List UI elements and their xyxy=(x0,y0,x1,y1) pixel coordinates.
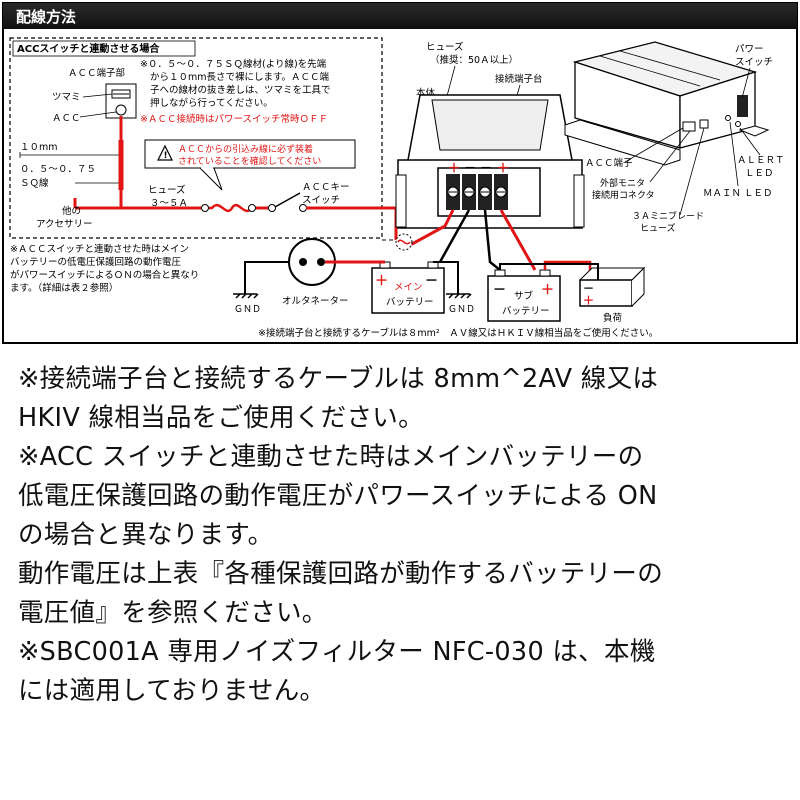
mini-fuse-label-2: ヒューズ xyxy=(640,222,676,234)
power-switch-label-1: パワー xyxy=(735,44,764,55)
caution-text-2: されていることを確認してください xyxy=(178,155,321,167)
svg-text:※ＡＣＣ接続時はパワースイッチ常時ＯＦＦ: ※ＡＣＣ接続時はパワースイッチ常時ＯＦＦ xyxy=(140,113,328,125)
acc-key-switch-label-2: スイッチ xyxy=(302,195,340,206)
wire-sub-minus xyxy=(483,209,501,271)
side-note: ※ＡＣＣスイッチと連動させた時はメイン バッテリーの低電圧保護回路の動作電圧 が… xyxy=(10,243,199,294)
caution-text-1: ＡＣＣからの引込み線に必ず装着 xyxy=(178,143,313,155)
svg-text:押しながら行ってください。: 押しながら行ってください。 xyxy=(150,97,273,109)
main-battery xyxy=(371,261,445,314)
alert-led-label-2: ＬＥＤ xyxy=(745,168,774,179)
wire-main-minus xyxy=(438,209,471,263)
acc-box-title-frame xyxy=(12,40,196,57)
wire-sub-plus xyxy=(499,209,537,271)
caution-icon xyxy=(157,144,173,161)
note-line: の場合と異なります。 xyxy=(18,520,274,550)
svg-text:!: ! xyxy=(164,151,168,161)
gnd-label-left: ＧＮＤ xyxy=(234,305,261,315)
monitor-connector-label-2: 接続用コネクタ xyxy=(592,189,655,201)
terminal-block xyxy=(446,174,508,210)
svg-text:ます。（詳細は表２参照）: ます。（詳細は表２参照） xyxy=(10,282,118,294)
acc-key-switch xyxy=(274,192,301,208)
gnd-label-right: ＧＮＤ xyxy=(448,305,475,315)
sub-battery-minus: － xyxy=(493,283,506,298)
power-switch-label-2: スイッチ xyxy=(735,57,773,68)
main-battery-plus: ＋ xyxy=(375,274,388,289)
main-led-label: ＭＡＩＮ ＬＥＤ xyxy=(703,188,773,199)
main-fuse-label-2: （推奨：50Ａ以上） xyxy=(430,54,518,66)
main-battery-label-2: バッテリー xyxy=(386,297,434,308)
cable-note: ※接続端子台と接続するケーブルは８mm² ＡＶ線又はＨＫＩＶ線相当品をご使用くだ… xyxy=(258,327,658,339)
alert-led-label-1: ＡＬＥＲＴ xyxy=(737,155,785,166)
gnd-symbol-left xyxy=(233,293,259,299)
acc-label: ＡＣＣ xyxy=(52,113,81,124)
alternator-label: オルタネーター xyxy=(282,296,349,307)
main-battery-label-1: メイン xyxy=(394,282,423,293)
load-label: 負荷 xyxy=(603,312,623,324)
wire-size-label-1: ０．５～０．７５ xyxy=(20,164,96,175)
acc-notes: ※０．５～０．７５ＳＱ線材(より線)を先端 から１０mm長さで裸にします。ＡＣＣ… xyxy=(140,58,331,125)
wiring-diagram: 配線方法 ACCスイッチと連動させる場合 ※０．５～０．７５ＳＱ線材(より線)を… xyxy=(2,2,798,344)
svg-text:子への線材の抜き差しは、ツマミを工具で: 子への線材の抜き差しは、ツマミを工具で xyxy=(150,84,331,96)
svg-text:※ＡＣＣスイッチと連動させた時はメイン: ※ＡＣＣスイッチと連動させた時はメイン xyxy=(10,243,189,255)
acc-terminal-hole xyxy=(115,104,127,116)
svg-text:から１０mm長さで裸にします。ＡＣＣ端: から１０mm長さで裸にします。ＡＣＣ端 xyxy=(150,71,330,83)
acc-terminal-iso-label: ＡＣＣ端子 xyxy=(585,157,633,169)
note-line: ※接続端子台と接続するケーブルは 8mm^2AV 線又は xyxy=(18,364,659,394)
main-battery-minus: － xyxy=(425,274,438,289)
acc-box xyxy=(9,37,383,239)
terminal-minus-2: － xyxy=(480,161,492,175)
note-line: HKIV 線相当品をご使用ください。 xyxy=(18,403,424,433)
acc-fuse-label-2: ３～５Ａ xyxy=(150,198,188,209)
acc-key-switch-label-1: ＡＣＣキー xyxy=(302,182,350,193)
svg-text:がパワースイッチによるＯＮの場合と異なり: がパワースイッチによるＯＮの場合と異なり xyxy=(10,269,199,281)
mini-fuse-label-1: ３Ａミニブレード xyxy=(632,210,704,222)
knob-label: ツマミ xyxy=(52,92,81,103)
acc-fuse-label-1: ヒューズ xyxy=(148,184,186,196)
note-line: ※ACC スイッチと連動させた時はメインバッテリーの xyxy=(18,442,644,472)
terminal-plus-2: ＋ xyxy=(497,161,509,175)
note-line: 動作電圧は上表『各種保護回路が動作するバッテリーの xyxy=(18,559,664,589)
main-fuse-label-1: ヒューズ xyxy=(426,41,464,53)
note-line: には適用しておりません。 xyxy=(18,676,326,706)
sub-battery xyxy=(487,269,561,322)
terminal-minus-1: － xyxy=(464,161,476,175)
monitor-connector-label-1: 外部モニタ xyxy=(600,177,645,189)
note-line: 低電圧保護回路の動作電圧がパワースイッチによる ON xyxy=(18,481,658,511)
terminal-block-label: 接続端子台 xyxy=(495,73,543,85)
other-accessory-label-1: 他の xyxy=(62,205,81,217)
gnd-symbol-right xyxy=(446,293,472,299)
svg-text:バッテリーの低電圧保護回路の動作電圧: バッテリーの低電圧保護回路の動作電圧 xyxy=(10,256,182,268)
notes-section: ※接続端子台と接続するケーブルは 8mm^2AV 線又は HKIV 線相当品をご… xyxy=(18,360,788,711)
sub-battery-plus: ＋ xyxy=(541,283,554,298)
strip-length-label: １０mm xyxy=(20,142,58,153)
load-minus: － xyxy=(583,282,594,295)
sub-battery-label-1: サブ xyxy=(514,290,534,302)
acc-box-title: ACCスイッチと連動させる場合 xyxy=(17,42,160,55)
sub-battery-label-2: バッテリー xyxy=(502,306,550,317)
acc-terminal-label: ＡＣＣ端子部 xyxy=(68,67,125,79)
load-plus: ＋ xyxy=(583,294,594,307)
header-bar xyxy=(3,3,797,29)
other-accessory-label-2: アクセサリー xyxy=(36,219,93,230)
caution-callout xyxy=(144,139,356,169)
device-iso-view xyxy=(564,41,770,166)
load-box xyxy=(578,266,646,307)
acc-fuse xyxy=(205,203,253,213)
svg-text:※０．５～０．７５ＳＱ線材(より線)を先端: ※０．５～０．７５ＳＱ線材(より線)を先端 xyxy=(140,58,327,70)
note-line: ※SBC001A 専用ノイズフィルター NFC-030 は、本機 xyxy=(18,637,656,667)
note-line: 電圧値』を参照ください。 xyxy=(18,598,328,628)
terminal-plus-1: ＋ xyxy=(448,161,460,175)
header-title: 配線方法 xyxy=(16,8,76,26)
wire-size-label-2: ＳＱ線 xyxy=(20,177,49,189)
